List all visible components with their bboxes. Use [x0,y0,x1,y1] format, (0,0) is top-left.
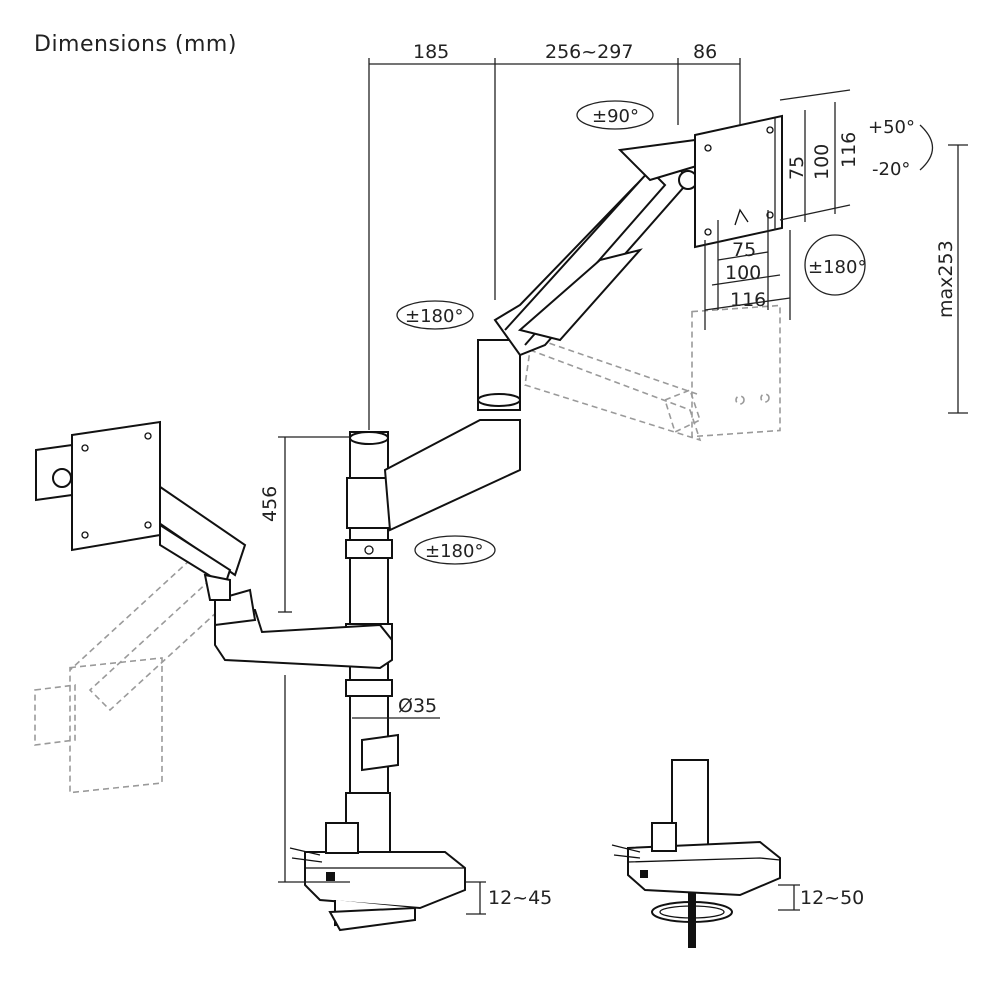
label-tilt-down: -20° [872,159,910,180]
left-arm [138,478,393,670]
label-185: 185 [413,41,449,63]
label-v116: 116 [838,132,860,168]
label-max253: max253 [935,240,957,318]
label-dia35: Ø35 [398,695,437,717]
label-h100: 100 [725,262,761,284]
rotation-arrows [396,100,934,565]
left-vesa-plate [35,420,161,552]
label-clamp-range: 12~45 [488,887,552,909]
label-grommet-range: 12~50 [800,887,864,909]
label-v75: 75 [786,156,808,180]
label-rot-pole: ±180° [425,541,483,562]
right-arm [383,138,702,532]
label-456: 456 [259,486,281,522]
label-rot-arm: ±180° [405,306,463,327]
label-h116: 116 [730,289,766,311]
label-256-297: 256~297 [545,41,633,63]
label-h75: 75 [732,239,756,261]
right-vesa-plate [694,114,783,249]
label-rot-plate: ±180° [808,257,866,278]
dimension-labels: 185 256~297 86 75 100 116 75 100 116 max… [259,41,957,909]
label-rot-top: ±90° [592,106,639,127]
ghost-right-arm [524,304,781,442]
label-86: 86 [693,41,717,63]
grommet-mount [611,759,781,948]
desk-clamp [289,822,466,932]
label-tilt-up: +50° [868,117,915,138]
ghost-left-arm [34,559,232,794]
label-v100: 100 [811,144,833,180]
diagram-title: Dimensions (mm) [34,32,237,57]
dimension-lines [278,58,968,915]
